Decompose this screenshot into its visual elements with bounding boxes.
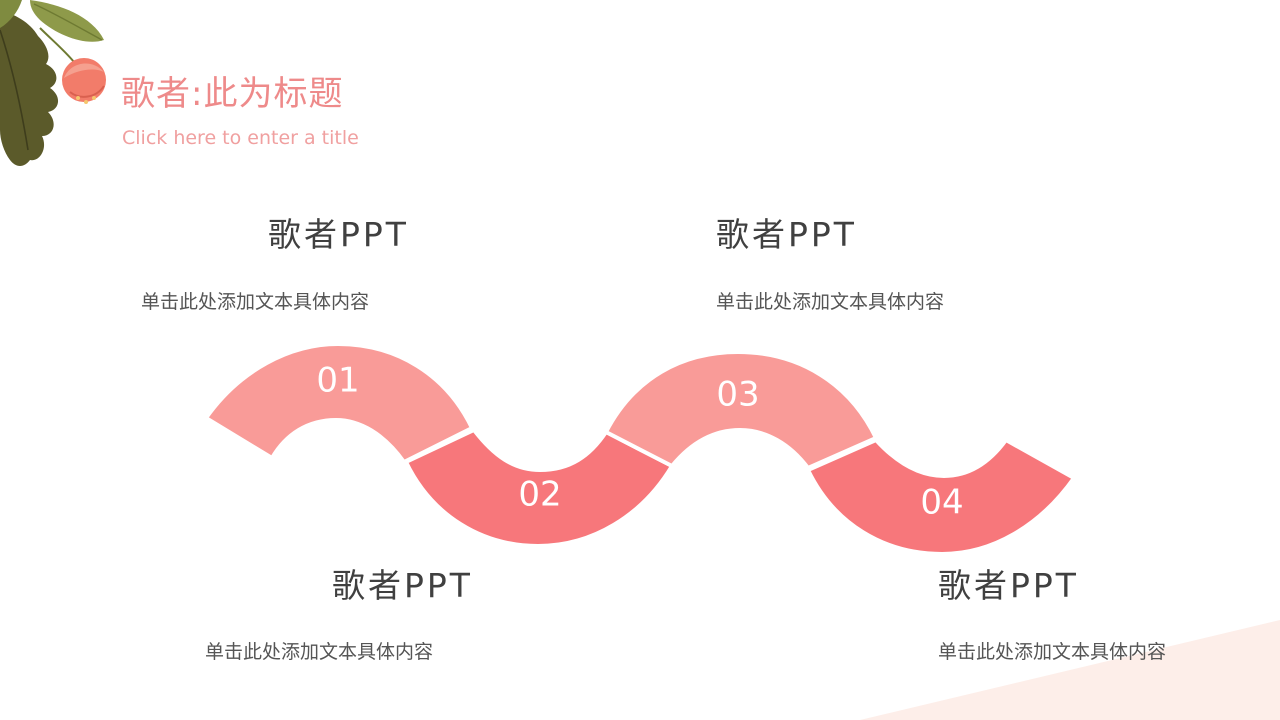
step-03-segment (603, 349, 879, 471)
step-04-description: 单击此处添加文本具体内容 (938, 641, 1167, 663)
step-02-heading: 歌者PPT (332, 566, 473, 605)
step-04-segment (805, 437, 1077, 557)
step-03-description: 单击此处添加文本具体内容 (716, 291, 945, 313)
leaf-flower-decoration-icon (0, 0, 106, 166)
step-01-heading: 歌者PPT (268, 215, 409, 254)
step-01-description: 单击此处添加文本具体内容 (141, 291, 370, 313)
step-01-segment (203, 341, 475, 465)
step-04-number: 04 (920, 483, 963, 523)
page-subtitle: Click here to enter a title (122, 127, 359, 149)
step-01-number: 01 (316, 361, 359, 401)
step-02-segment (403, 427, 675, 549)
step-03-heading: 歌者PPT (716, 215, 857, 254)
step-04-heading: 歌者PPT (938, 566, 1079, 605)
step-03-number: 03 (716, 375, 759, 415)
step-02-number: 02 (518, 475, 561, 515)
page-title: 歌者:此为标题 (121, 74, 344, 114)
step-02-description: 单击此处添加文本具体内容 (205, 641, 434, 663)
